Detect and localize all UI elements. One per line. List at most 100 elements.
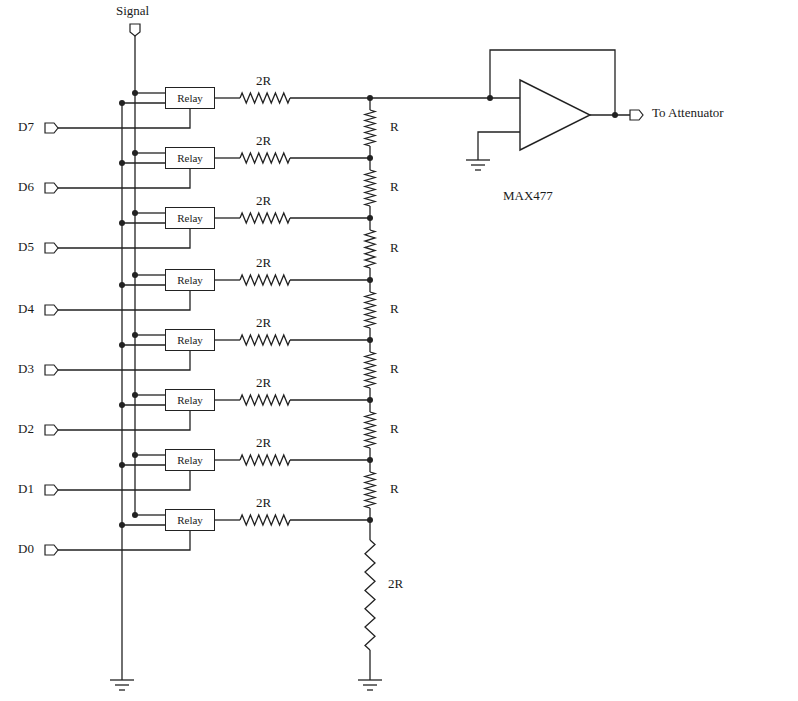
relay-label: Relay xyxy=(177,514,203,526)
wire xyxy=(135,454,165,455)
resistor-value: 2R xyxy=(256,194,271,208)
resistor-value: R xyxy=(390,302,399,316)
terminal-symbol xyxy=(45,365,58,375)
relay-label: Relay xyxy=(177,394,203,406)
wire xyxy=(135,334,165,335)
wire xyxy=(121,103,122,680)
wire xyxy=(475,169,481,170)
op-amp-triangle xyxy=(520,80,590,150)
wire xyxy=(290,279,370,280)
wire xyxy=(215,339,240,340)
resistor-value: R xyxy=(390,180,399,194)
wire xyxy=(58,109,190,128)
wire xyxy=(215,519,240,520)
resistor-symbol xyxy=(365,472,375,508)
wire xyxy=(369,340,370,352)
relay-box: Relay xyxy=(165,389,215,411)
wire xyxy=(135,152,165,153)
junction-dot xyxy=(132,452,138,458)
wire xyxy=(369,158,370,170)
wire xyxy=(369,400,370,412)
junction-dot xyxy=(119,462,125,468)
resistor-value: R xyxy=(390,362,399,376)
resistor-symbol xyxy=(240,93,290,103)
junction-dot xyxy=(132,332,138,338)
wire xyxy=(119,689,125,690)
wire xyxy=(215,399,240,400)
relay-box: Relay xyxy=(165,147,215,169)
resistor-symbol xyxy=(365,170,375,206)
terminal-symbol xyxy=(630,110,643,120)
resistor-value: 2R xyxy=(256,376,271,390)
resistor-value: 2R xyxy=(256,436,271,450)
relay-box: Relay xyxy=(165,207,215,229)
pin-name: D1 xyxy=(18,482,34,496)
wire xyxy=(290,217,370,218)
terminal-symbol xyxy=(45,243,58,253)
wire xyxy=(135,92,165,93)
wire xyxy=(358,679,382,680)
terminal-symbol xyxy=(45,485,58,495)
resistor-symbol xyxy=(240,213,290,223)
junction-dot xyxy=(119,522,125,528)
relay-box: Relay xyxy=(165,269,215,291)
junction-dot xyxy=(132,272,138,278)
wire xyxy=(215,279,240,280)
junction-dot xyxy=(119,342,125,348)
junction-dot xyxy=(119,220,125,226)
wire xyxy=(115,684,129,685)
junction-dot xyxy=(132,210,138,216)
relay-label: Relay xyxy=(177,152,203,164)
pin-name: D7 xyxy=(18,120,34,134)
wire xyxy=(58,169,190,188)
relay-label: Relay xyxy=(177,212,203,224)
wire xyxy=(58,229,190,248)
wire xyxy=(370,97,520,98)
resistor-symbol xyxy=(365,352,375,388)
wire xyxy=(122,102,165,103)
relay-box: Relay xyxy=(165,87,215,109)
resistor-symbol xyxy=(240,153,290,163)
relay-box: Relay xyxy=(165,329,215,351)
junction-dot xyxy=(119,282,125,288)
junction-dot xyxy=(132,150,138,156)
wire xyxy=(369,520,370,540)
relay-label: Relay xyxy=(177,274,203,286)
wire xyxy=(135,274,165,275)
wire xyxy=(122,284,165,285)
wire xyxy=(215,97,240,98)
wire xyxy=(135,394,165,395)
resistor-symbol xyxy=(365,230,375,268)
resistor-value: 2R xyxy=(256,256,271,270)
wire xyxy=(58,531,190,550)
resistor-value: 2R xyxy=(388,577,403,591)
junction-dot xyxy=(132,392,138,398)
wire xyxy=(369,98,370,110)
wire xyxy=(369,218,370,230)
wire xyxy=(367,689,373,690)
pin-name: D5 xyxy=(18,240,34,254)
wire xyxy=(135,514,165,515)
wire xyxy=(215,217,240,218)
wire xyxy=(122,344,165,345)
resistor-symbol xyxy=(240,275,290,285)
resistor-symbol xyxy=(240,515,290,525)
wire xyxy=(122,222,165,223)
resistor-symbol xyxy=(240,395,290,405)
wire xyxy=(363,684,377,685)
terminal-symbol xyxy=(45,183,58,193)
resistor-symbol xyxy=(365,540,375,650)
resistor-value: R xyxy=(390,422,399,436)
resistor-symbol xyxy=(365,292,375,328)
wire xyxy=(122,162,165,163)
output-name: To Attenuator xyxy=(652,106,724,120)
junction-dot xyxy=(132,512,138,518)
relay-label: Relay xyxy=(177,334,203,346)
wire xyxy=(122,464,165,465)
wire xyxy=(590,114,630,115)
junction-dot xyxy=(119,402,125,408)
resistor-symbol xyxy=(240,335,290,345)
pin-name: D3 xyxy=(18,362,34,376)
terminal-symbol xyxy=(45,305,58,315)
wire xyxy=(466,159,490,160)
